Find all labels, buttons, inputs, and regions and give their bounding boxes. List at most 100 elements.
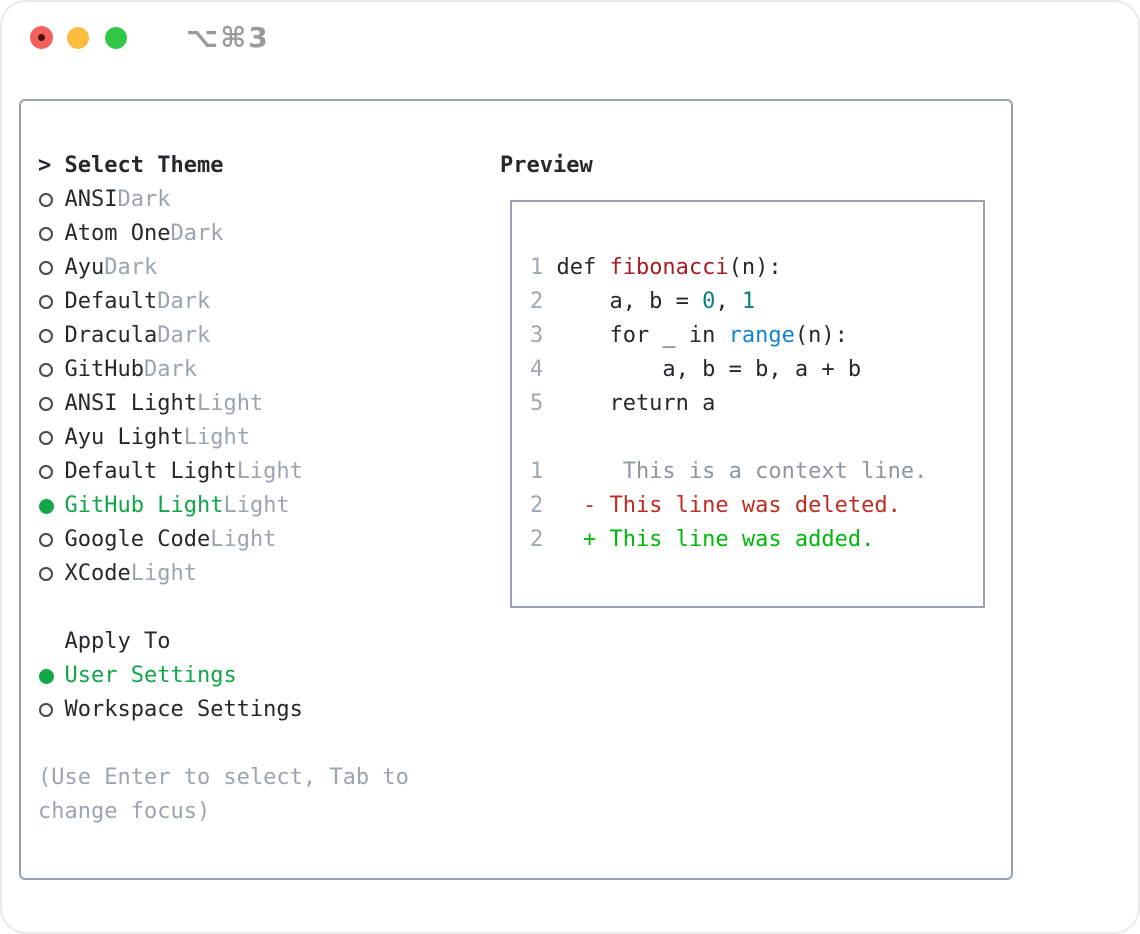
theme-option-label: Ayu bbox=[64, 255, 105, 280]
theme-option-dracula[interactable]: Dracula Dark bbox=[38, 319, 409, 353]
line-number: 2 bbox=[530, 527, 544, 552]
code-line: 2 - This line was deleted. bbox=[530, 489, 927, 523]
code-line: 2 + This line was added. bbox=[530, 523, 927, 557]
theme-option-label: GitHub bbox=[64, 357, 144, 382]
spacer bbox=[38, 727, 409, 761]
code-line: 1 def fibonacci(n): bbox=[530, 251, 927, 285]
code-segment-plain: for _ in bbox=[556, 323, 729, 348]
theme-variant-label: Light bbox=[196, 391, 264, 416]
theme-option-label: ANSI Light bbox=[64, 391, 197, 416]
apply-to-header: Apply To bbox=[38, 625, 409, 659]
theme-option-label: ANSI bbox=[64, 187, 118, 212]
preview-title: Preview bbox=[500, 153, 593, 178]
theme-option-label: Default Light bbox=[64, 459, 237, 484]
apply-option-label: Workspace Settings bbox=[64, 697, 303, 722]
theme-option-default-light[interactable]: Default Light Light bbox=[38, 455, 409, 489]
code-segment-plain: (n): bbox=[728, 255, 782, 280]
theme-option-label: XCode bbox=[64, 561, 131, 586]
theme-variant-label: Dark bbox=[157, 323, 211, 348]
radio-icon bbox=[39, 193, 53, 207]
zoom-button[interactable] bbox=[105, 27, 127, 49]
theme-option-label: Ayu Light bbox=[64, 425, 184, 450]
code-segment-deleted: - This line was deleted. bbox=[556, 493, 901, 518]
hint-line-2: change focus) bbox=[38, 799, 211, 824]
theme-variant-label: Light bbox=[210, 527, 277, 552]
theme-variant-label: Dark bbox=[104, 255, 158, 280]
code-line: 1 This is a context line. bbox=[530, 455, 927, 489]
code-segment-plain: a, b = b, a + b bbox=[556, 357, 862, 382]
close-button[interactable] bbox=[30, 26, 53, 49]
code-line: 4 a, b = b, a + b bbox=[530, 353, 927, 387]
code-segment-plain: def bbox=[556, 255, 610, 280]
line-number: 1 bbox=[530, 459, 544, 484]
apply-to-title: Apply To bbox=[64, 629, 171, 654]
radio-icon bbox=[39, 363, 53, 377]
line-number: 2 bbox=[530, 289, 544, 314]
theme-variant-label: Dark bbox=[143, 357, 197, 382]
theme-option-github[interactable]: GitHub Dark bbox=[38, 353, 409, 387]
code-segment-num: 1 bbox=[741, 289, 756, 314]
line-number: 5 bbox=[530, 391, 544, 416]
theme-option-label: Default bbox=[64, 289, 158, 314]
apply-option-workspace-settings[interactable]: Workspace Settings bbox=[38, 693, 409, 727]
radio-icon bbox=[39, 533, 53, 547]
radio-icon bbox=[39, 703, 53, 717]
window-title: ⌥⌘3 bbox=[186, 21, 270, 54]
code-segment-plain: return a bbox=[556, 391, 716, 416]
spacer bbox=[38, 591, 409, 625]
code-segment-plain: a, b = bbox=[556, 289, 703, 314]
theme-option-ayu-light[interactable]: Ayu Light Light bbox=[38, 421, 409, 455]
theme-option-ansi-light[interactable]: ANSI Light Light bbox=[38, 387, 409, 421]
apply-option-user-settings[interactable]: User Settings bbox=[38, 659, 409, 693]
theme-variant-label: Light bbox=[183, 425, 250, 450]
line-number: 4 bbox=[530, 357, 544, 382]
radio-icon bbox=[39, 227, 53, 241]
theme-option-label: Google Code bbox=[64, 527, 211, 552]
theme-variant-label: Dark bbox=[157, 289, 211, 314]
theme-option-label: Dracula bbox=[64, 323, 158, 348]
theme-variant-label: Light bbox=[130, 561, 197, 586]
minimize-button[interactable] bbox=[67, 27, 89, 49]
line-number: 3 bbox=[530, 323, 544, 348]
theme-option-github-light[interactable]: GitHub Light Light bbox=[38, 489, 409, 523]
code-segment-added: + This line was added. bbox=[556, 527, 875, 552]
cursor-icon: > bbox=[38, 153, 52, 178]
line-number: 1 bbox=[530, 255, 544, 280]
radio-icon bbox=[39, 295, 53, 309]
radio-icon bbox=[39, 431, 53, 445]
theme-option-label: GitHub Light bbox=[64, 493, 224, 518]
theme-option-ansi[interactable]: ANSI Dark bbox=[38, 183, 409, 217]
code-line: 2 a, b = 0, 1 bbox=[530, 285, 927, 319]
radio-icon bbox=[39, 567, 53, 581]
code-segment-context: This is a context line. bbox=[556, 459, 928, 484]
theme-option-label: Atom One bbox=[64, 221, 171, 246]
code-segment-plain: , bbox=[715, 289, 742, 314]
theme-variant-label: Dark bbox=[117, 187, 171, 212]
code-line: 3 for _ in range(n): bbox=[530, 319, 927, 353]
radio-icon bbox=[39, 397, 53, 411]
code-segment-func: fibonacci bbox=[609, 255, 729, 280]
select-theme-header: > Select Theme bbox=[38, 149, 409, 183]
radio-icon bbox=[39, 465, 53, 479]
theme-option-default[interactable]: Default Dark bbox=[38, 285, 409, 319]
select-theme-title: Select Theme bbox=[64, 153, 224, 178]
apply-option-label: User Settings bbox=[64, 663, 237, 688]
theme-option-ayu[interactable]: Ayu Dark bbox=[38, 251, 409, 285]
theme-option-xcode[interactable]: XCode Light bbox=[38, 557, 409, 591]
theme-option-google-code[interactable]: Google Code Light bbox=[38, 523, 409, 557]
theme-option-atom-one[interactable]: Atom One Dark bbox=[38, 217, 409, 251]
radio-icon bbox=[39, 329, 53, 343]
hint-line-1: (Use Enter to select, Tab to bbox=[38, 765, 409, 790]
theme-variant-label: Light bbox=[236, 459, 303, 484]
theme-variant-label: Dark bbox=[170, 221, 224, 246]
code-line: 5 return a bbox=[530, 387, 927, 421]
code-segment-plain: (n): bbox=[794, 323, 848, 348]
code-line bbox=[530, 421, 927, 455]
radio-icon bbox=[39, 261, 53, 275]
radio-selected-icon bbox=[39, 668, 54, 684]
line-number: 2 bbox=[530, 493, 544, 518]
